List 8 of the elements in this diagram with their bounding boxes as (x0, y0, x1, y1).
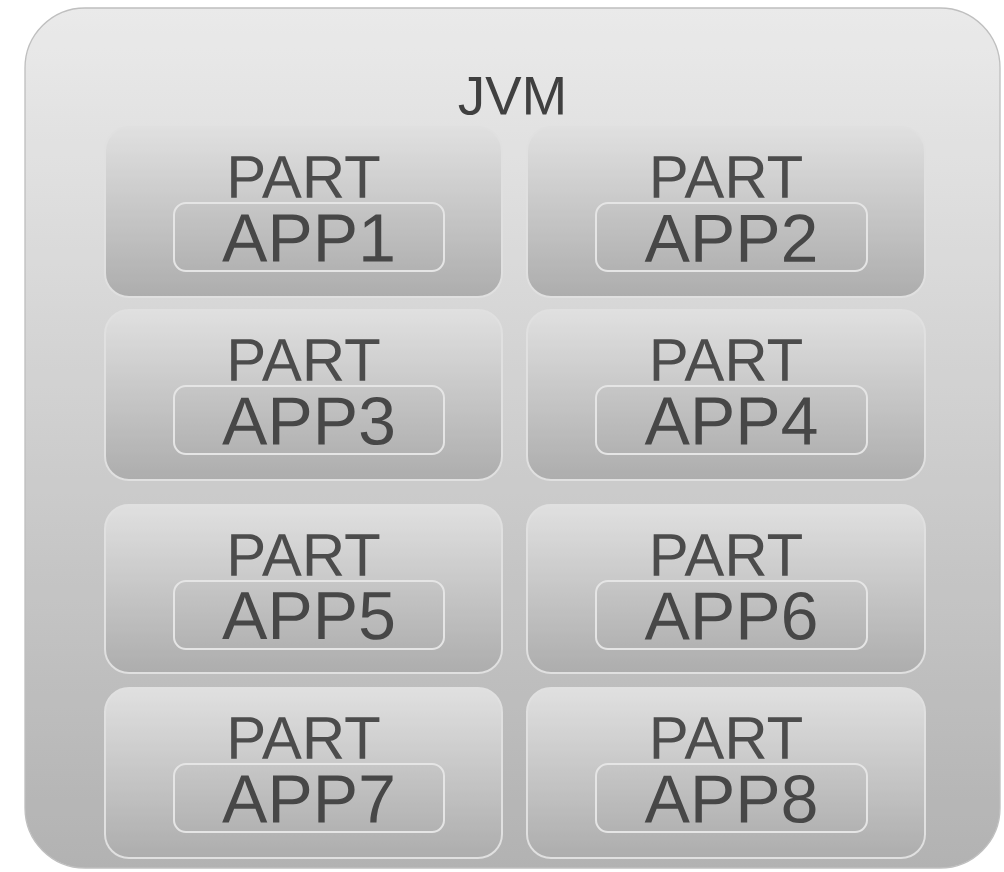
app-box: APP1 (173, 202, 445, 272)
app-box: APP6 (595, 580, 868, 650)
app-box: APP3 (173, 385, 445, 455)
app-box: APP2 (595, 202, 868, 272)
app-box: APP8 (595, 763, 868, 833)
app-box: APP5 (173, 580, 445, 650)
app-box: APP4 (595, 385, 868, 455)
app-box: APP7 (173, 763, 445, 833)
